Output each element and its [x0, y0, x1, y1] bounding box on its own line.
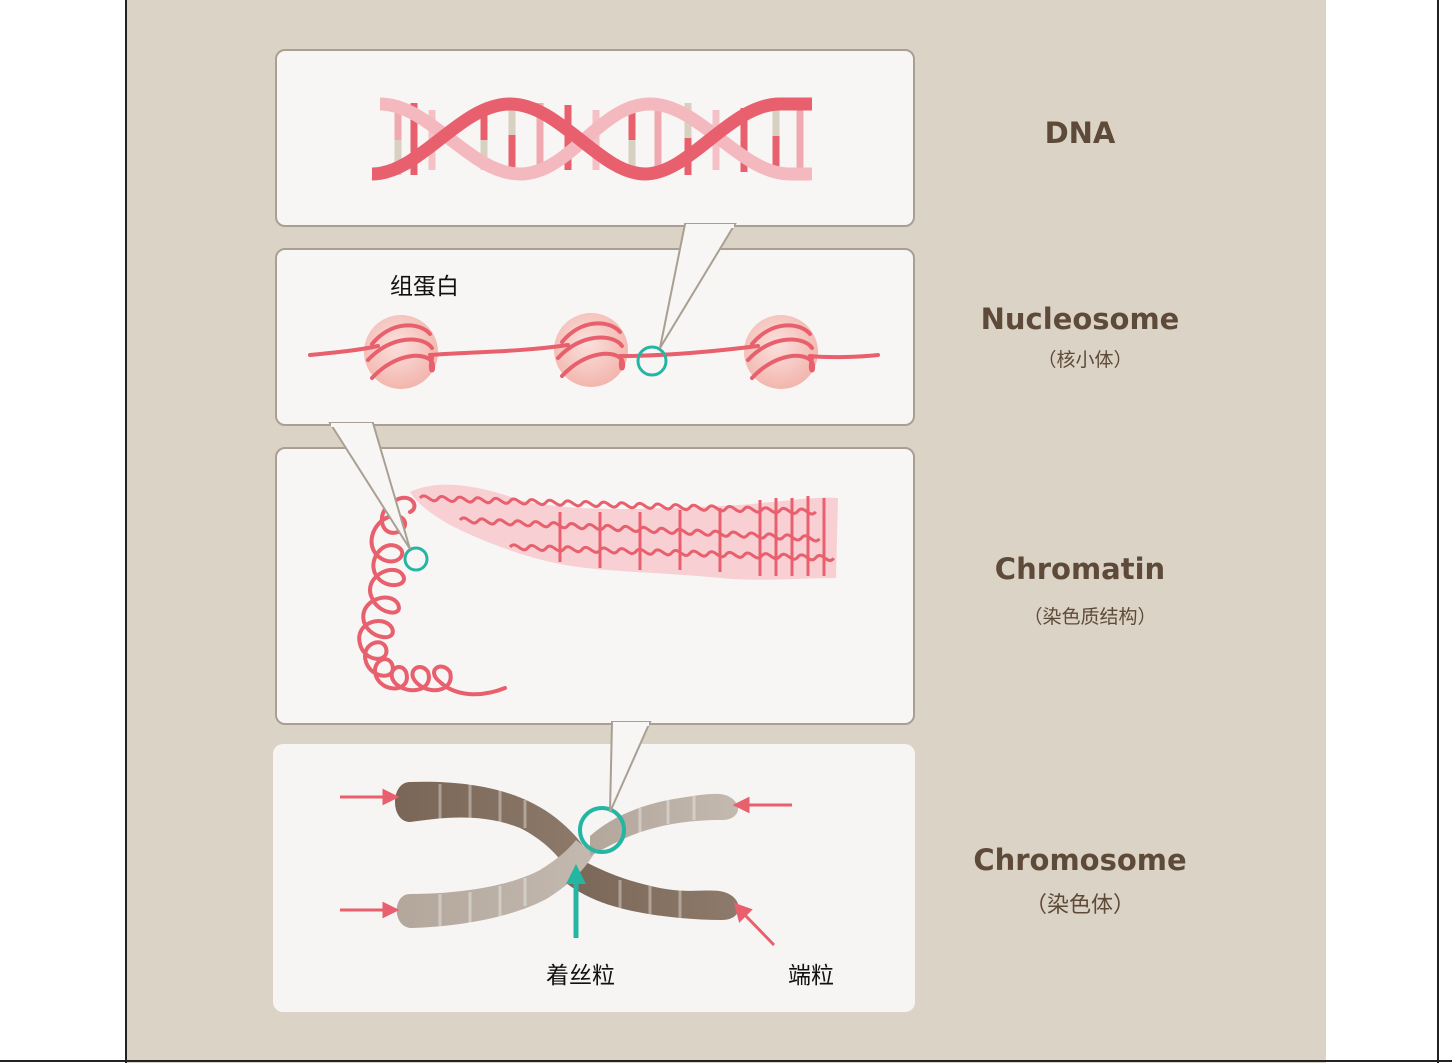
callout-nucleosome-chromatin [328, 422, 411, 550]
callout-dna-nucleosome [659, 223, 737, 349]
centromere-label: 着丝粒 [546, 963, 615, 989]
chromosome-x [395, 781, 739, 928]
stage-title-nucleosome: Nucleosome [980, 302, 1180, 336]
stage-subtitle-chromosome: （染色体） [1024, 893, 1135, 918]
nucleosome-highlight-circle [636, 345, 668, 377]
dna-back-strand [379, 97, 812, 181]
chromatin-coil [357, 495, 507, 697]
stage-subtitle-chromatin: （染色质结构） [1023, 606, 1157, 628]
dna-helix [371, 97, 812, 181]
histone-label: 组蛋白 [390, 274, 459, 300]
zoom-callouts [328, 223, 737, 813]
stage-subtitle-nucleosome: （核小体） [1037, 349, 1133, 371]
chromatid-upper-left [395, 781, 590, 868]
chromatid-lower-right [560, 850, 739, 920]
telomere-arrows [340, 788, 792, 947]
stage-title-chromosome: Chromosome [973, 843, 1187, 877]
callout-chromatin-chromosome [609, 721, 652, 813]
dna-front-strand [371, 97, 812, 181]
telomere-label: 端粒 [788, 963, 834, 989]
chromosome-bands [438, 784, 696, 926]
chromatin-solenoid [410, 484, 838, 580]
arrow-lower-right [740, 910, 776, 947]
stage-title-dna: DNA [1044, 116, 1116, 150]
stage-title-chromatin: Chromatin [994, 552, 1166, 586]
bottom-border-line [0, 1060, 1452, 1062]
nucleosome-chain [308, 313, 880, 389]
chromatin-fiber [357, 484, 838, 697]
left-border-line [125, 0, 127, 1063]
dna-wraps [366, 321, 816, 380]
linker-dna [308, 343, 880, 360]
chromatin-highlight-circle [403, 546, 429, 572]
chromatid-lower-left [396, 840, 594, 928]
chromosome-highlight-circle [578, 806, 626, 854]
centromere-arrow [566, 864, 586, 938]
chromatid-upper-right [590, 793, 739, 856]
right-border-line [1437, 0, 1439, 1063]
